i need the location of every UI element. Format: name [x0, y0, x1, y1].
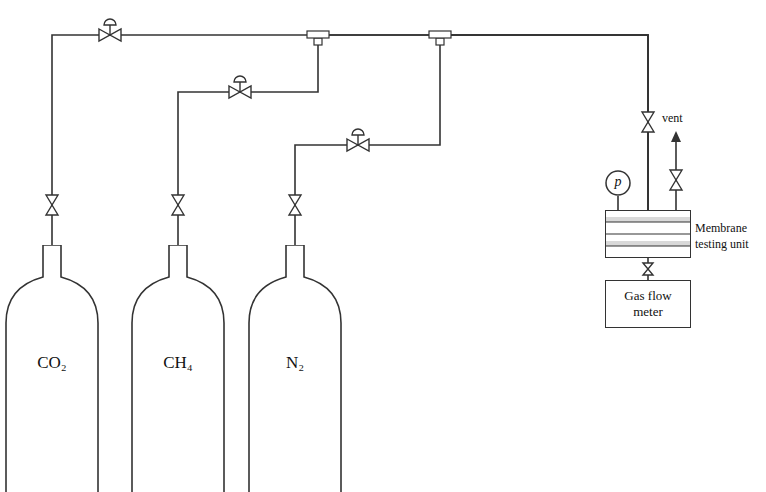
box-label: Gas flow meter — [617, 288, 679, 321]
gas-cylinder: CH₄ — [130, 245, 226, 492]
gauge-symbol: p — [605, 173, 631, 191]
vent-label: vent — [662, 111, 683, 125]
outlet-valve — [643, 263, 653, 275]
regulator-valve — [99, 19, 121, 41]
pressure-gauge: p — [605, 170, 631, 196]
gas-cylinder: N₂ — [247, 245, 343, 492]
cylinder-valve — [46, 195, 58, 215]
gas-line — [52, 35, 648, 245]
unit-label: Membrane testing unit — [695, 221, 759, 252]
gas-name: N₂ — [247, 353, 343, 373]
vent-line — [670, 131, 682, 210]
gas-line — [178, 35, 648, 245]
membrane-unit: Membrane testing unit — [605, 210, 691, 258]
cylinder-valve — [289, 195, 301, 215]
gas-cylinder: CO₂ — [4, 245, 100, 492]
tee-junction — [307, 31, 329, 45]
gas-name: CO₂ — [4, 353, 100, 373]
tee-junction — [429, 31, 451, 45]
gas-name: CH₄ — [130, 353, 226, 373]
gas-line — [617, 196, 619, 210]
cylinder-valve — [172, 195, 184, 215]
inlet-valve — [642, 112, 654, 132]
regulator-valve — [347, 129, 369, 151]
flow-meter-box: Gas flow meter — [605, 280, 691, 328]
membrane-layers — [606, 217, 690, 246]
gas-line — [295, 35, 648, 245]
regulator-valve — [229, 76, 251, 98]
